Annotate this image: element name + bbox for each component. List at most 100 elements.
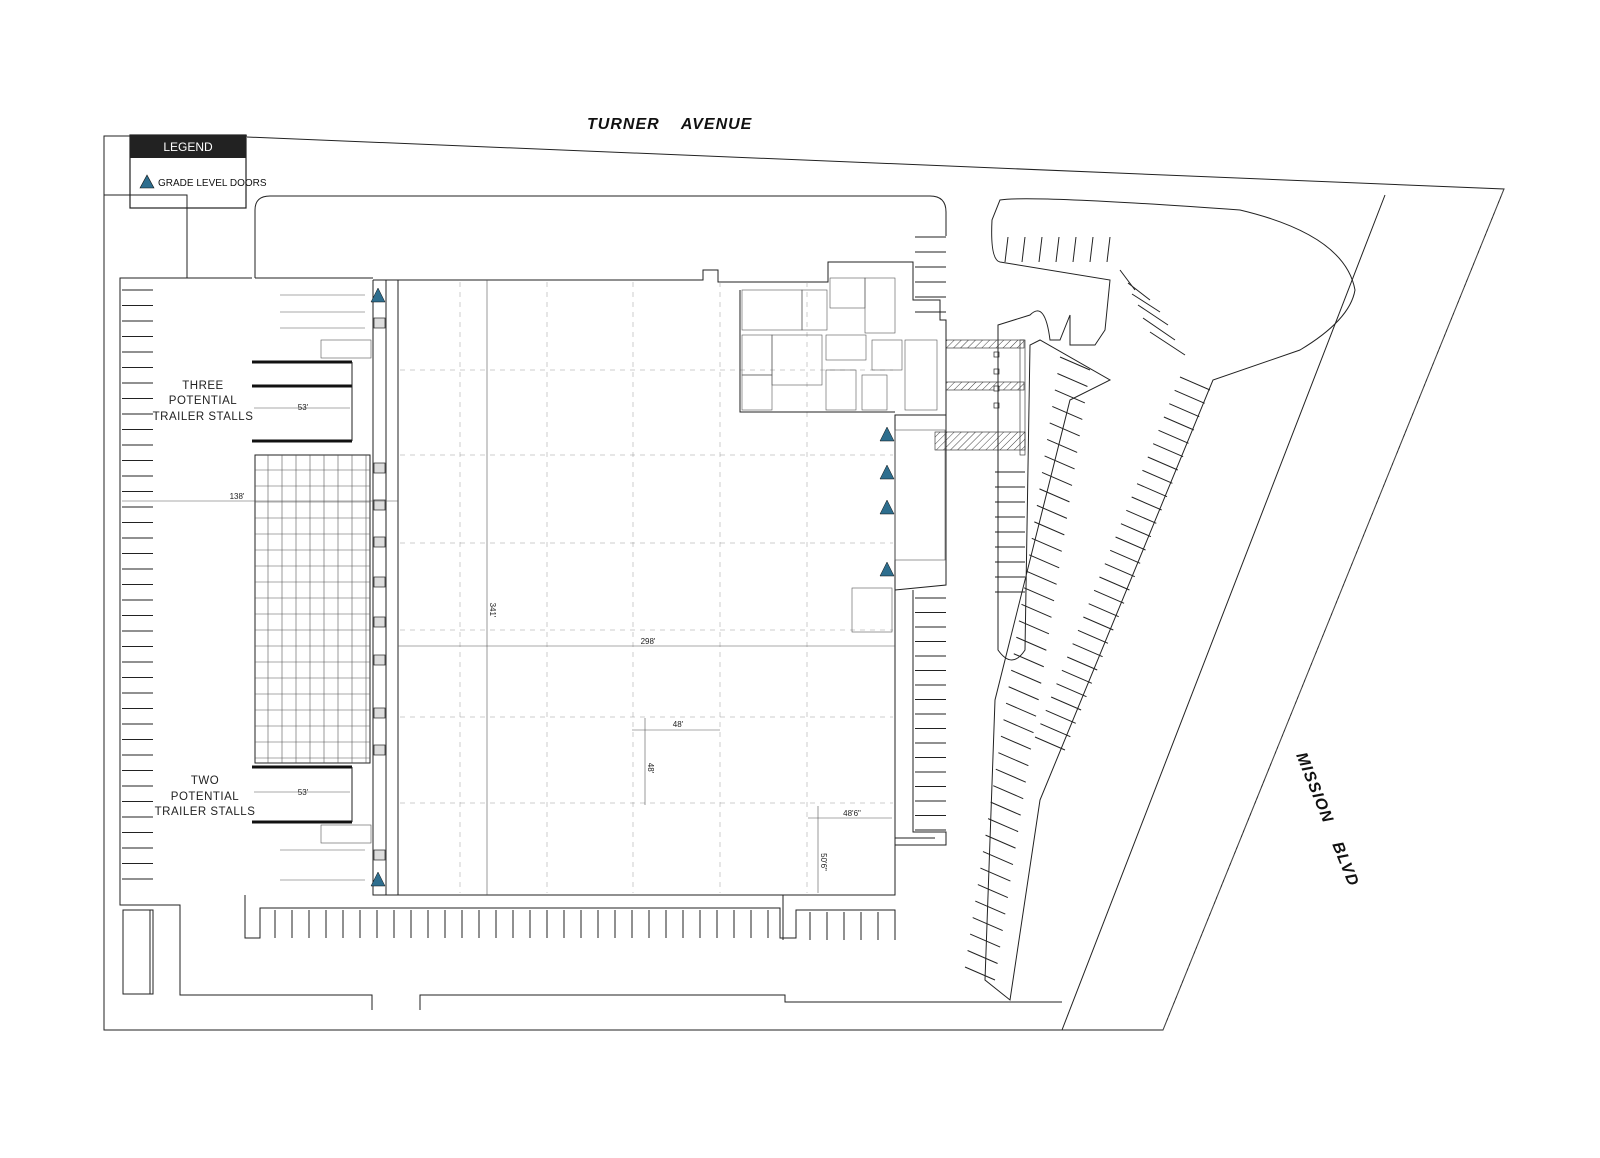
- stall-line: [1056, 683, 1087, 698]
- stall-line: [1041, 471, 1073, 486]
- dim-building-width: 298': [641, 637, 656, 646]
- three-trailer-stalls-line3: TRAILER STALLS: [153, 411, 254, 423]
- stall-line: [1031, 537, 1062, 552]
- dim-end-bay-depth: 50'6": [819, 853, 828, 871]
- stall-line: [1052, 406, 1083, 420]
- grade-level-door-icon: [879, 426, 895, 442]
- stall-line: [1127, 282, 1151, 301]
- ev-stall-marker: [993, 402, 1000, 409]
- island-parking-stalls: [1004, 236, 1186, 356]
- loading-dock-hatching: [934, 339, 1026, 456]
- west-parking-stalls: [122, 289, 153, 880]
- stall-line: [982, 851, 1014, 866]
- stall-line: [993, 785, 1024, 800]
- stall-line: [1021, 236, 1026, 263]
- street-name-north: TURNER AVENUE: [587, 116, 753, 133]
- office-area: [739, 277, 938, 633]
- dock-door: [373, 707, 386, 719]
- stall-line: [1067, 656, 1098, 671]
- stall-line: [998, 752, 1029, 767]
- street-name-east: MISSION BLVD: [1292, 750, 1361, 889]
- dock-door: [373, 576, 386, 588]
- stall-line: [987, 818, 1019, 833]
- stall-line: [1018, 620, 1050, 635]
- stall-line: [1152, 443, 1184, 458]
- two-trailer-stalls-line2: POTENTIAL: [171, 791, 240, 803]
- grade-level-door-icon: [370, 287, 386, 303]
- stall-line: [1036, 504, 1068, 519]
- dim-bay-depth: 48': [646, 763, 655, 774]
- dim-end-bay-width: 48'6": [843, 809, 861, 818]
- grade-level-door-icon: [139, 174, 155, 189]
- stall-line: [1174, 389, 1205, 404]
- south-parking: [244, 895, 896, 940]
- grade-level-door-icon: [879, 464, 895, 480]
- grade-level-door-icon: [879, 499, 895, 515]
- east-parking-stalls: [915, 236, 1025, 831]
- stall-line: [1072, 643, 1103, 658]
- property-boundary: [103, 135, 1505, 1031]
- stall-line: [1142, 469, 1173, 484]
- stall-line: [1034, 521, 1065, 536]
- legend-grade-level-doors: GRADE LEVEL DOORS: [158, 178, 267, 189]
- stall-line: [1088, 603, 1119, 618]
- legend: LEGEND GRADE LEVEL DOORS: [129, 134, 267, 209]
- stall-line: [1136, 483, 1168, 498]
- stall-line: [1021, 603, 1052, 618]
- dim-trailer-length-top: 53': [298, 403, 309, 412]
- stall-line: [1120, 523, 1152, 538]
- stall-line: [1054, 389, 1086, 404]
- stall-line: [1004, 236, 1009, 263]
- stall-line: [1008, 686, 1039, 701]
- grade-level-door-icon: [370, 871, 386, 887]
- dock-door: [373, 499, 386, 511]
- stall-line: [1055, 236, 1060, 263]
- truck-court: [254, 454, 371, 764]
- stall-line: [980, 867, 1011, 882]
- stall-line: [1089, 236, 1094, 263]
- legend-title: LEGEND: [163, 140, 213, 154]
- stall-line: [1011, 669, 1042, 684]
- stall-line: [1131, 496, 1162, 511]
- stall-line: [1000, 735, 1032, 750]
- southwest-parking: [122, 909, 154, 995]
- stall-line: [1099, 576, 1130, 591]
- stall-line: [1061, 669, 1093, 684]
- stall-line: [1126, 509, 1157, 524]
- column-grid: [400, 282, 893, 893]
- stall-line: [1169, 403, 1200, 418]
- stall-line: [1137, 304, 1169, 326]
- dock-door: [373, 317, 386, 329]
- ev-stall-marker: [993, 368, 1000, 375]
- dock-door: [373, 654, 386, 666]
- dim-truck-court-depth: 138': [230, 492, 245, 501]
- two-trailer-stalls-line1: TWO: [191, 775, 219, 787]
- dock-door: [373, 462, 386, 474]
- stall-line: [1040, 723, 1071, 738]
- stall-line: [1131, 293, 1161, 313]
- stall-line: [985, 834, 1016, 849]
- stall-line: [1179, 376, 1211, 391]
- stall-line: [1072, 236, 1077, 263]
- dock-doors: [373, 317, 386, 861]
- ev-stall-marker: [993, 385, 1000, 392]
- trailer-stalls-north: [252, 294, 372, 443]
- dimension-lines: [122, 280, 895, 895]
- stall-line: [1109, 549, 1141, 564]
- mission-blvd-curb: [1061, 188, 1505, 1031]
- dock-door: [373, 536, 386, 548]
- stall-line: [1044, 455, 1075, 470]
- stall-line: [1083, 616, 1114, 631]
- stall-line: [1038, 236, 1043, 263]
- stall-line: [1057, 373, 1088, 387]
- stall-line: [1005, 702, 1037, 717]
- dock-door: [373, 744, 386, 756]
- stall-line: [1045, 709, 1076, 724]
- grade-level-doors: [370, 287, 895, 887]
- stall-line: [1026, 570, 1057, 585]
- stall-line: [1104, 563, 1136, 578]
- stall-line: [1147, 456, 1178, 471]
- stall-line: [1028, 554, 1060, 569]
- stall-line: [1115, 536, 1146, 551]
